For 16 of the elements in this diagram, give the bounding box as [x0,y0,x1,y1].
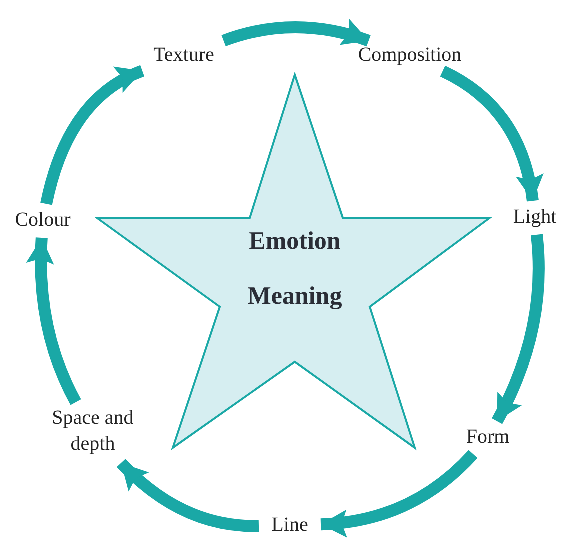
node-label: Form [456,424,520,452]
arrow [222,19,371,47]
arrow [492,234,545,424]
center-label: Meaning [246,282,344,312]
node-label: Line [262,512,318,539]
center-label: Emotion [248,227,342,257]
node-label: Space and depth [33,405,153,461]
arrow [117,458,260,532]
arrow [320,450,478,538]
arrow [440,66,543,202]
node-label: Light [508,204,562,232]
arrow [40,65,145,206]
arrow [26,238,82,406]
node-label: Colour [3,207,83,235]
node-label: Texture [140,42,228,70]
node-label: Composition [340,42,480,70]
